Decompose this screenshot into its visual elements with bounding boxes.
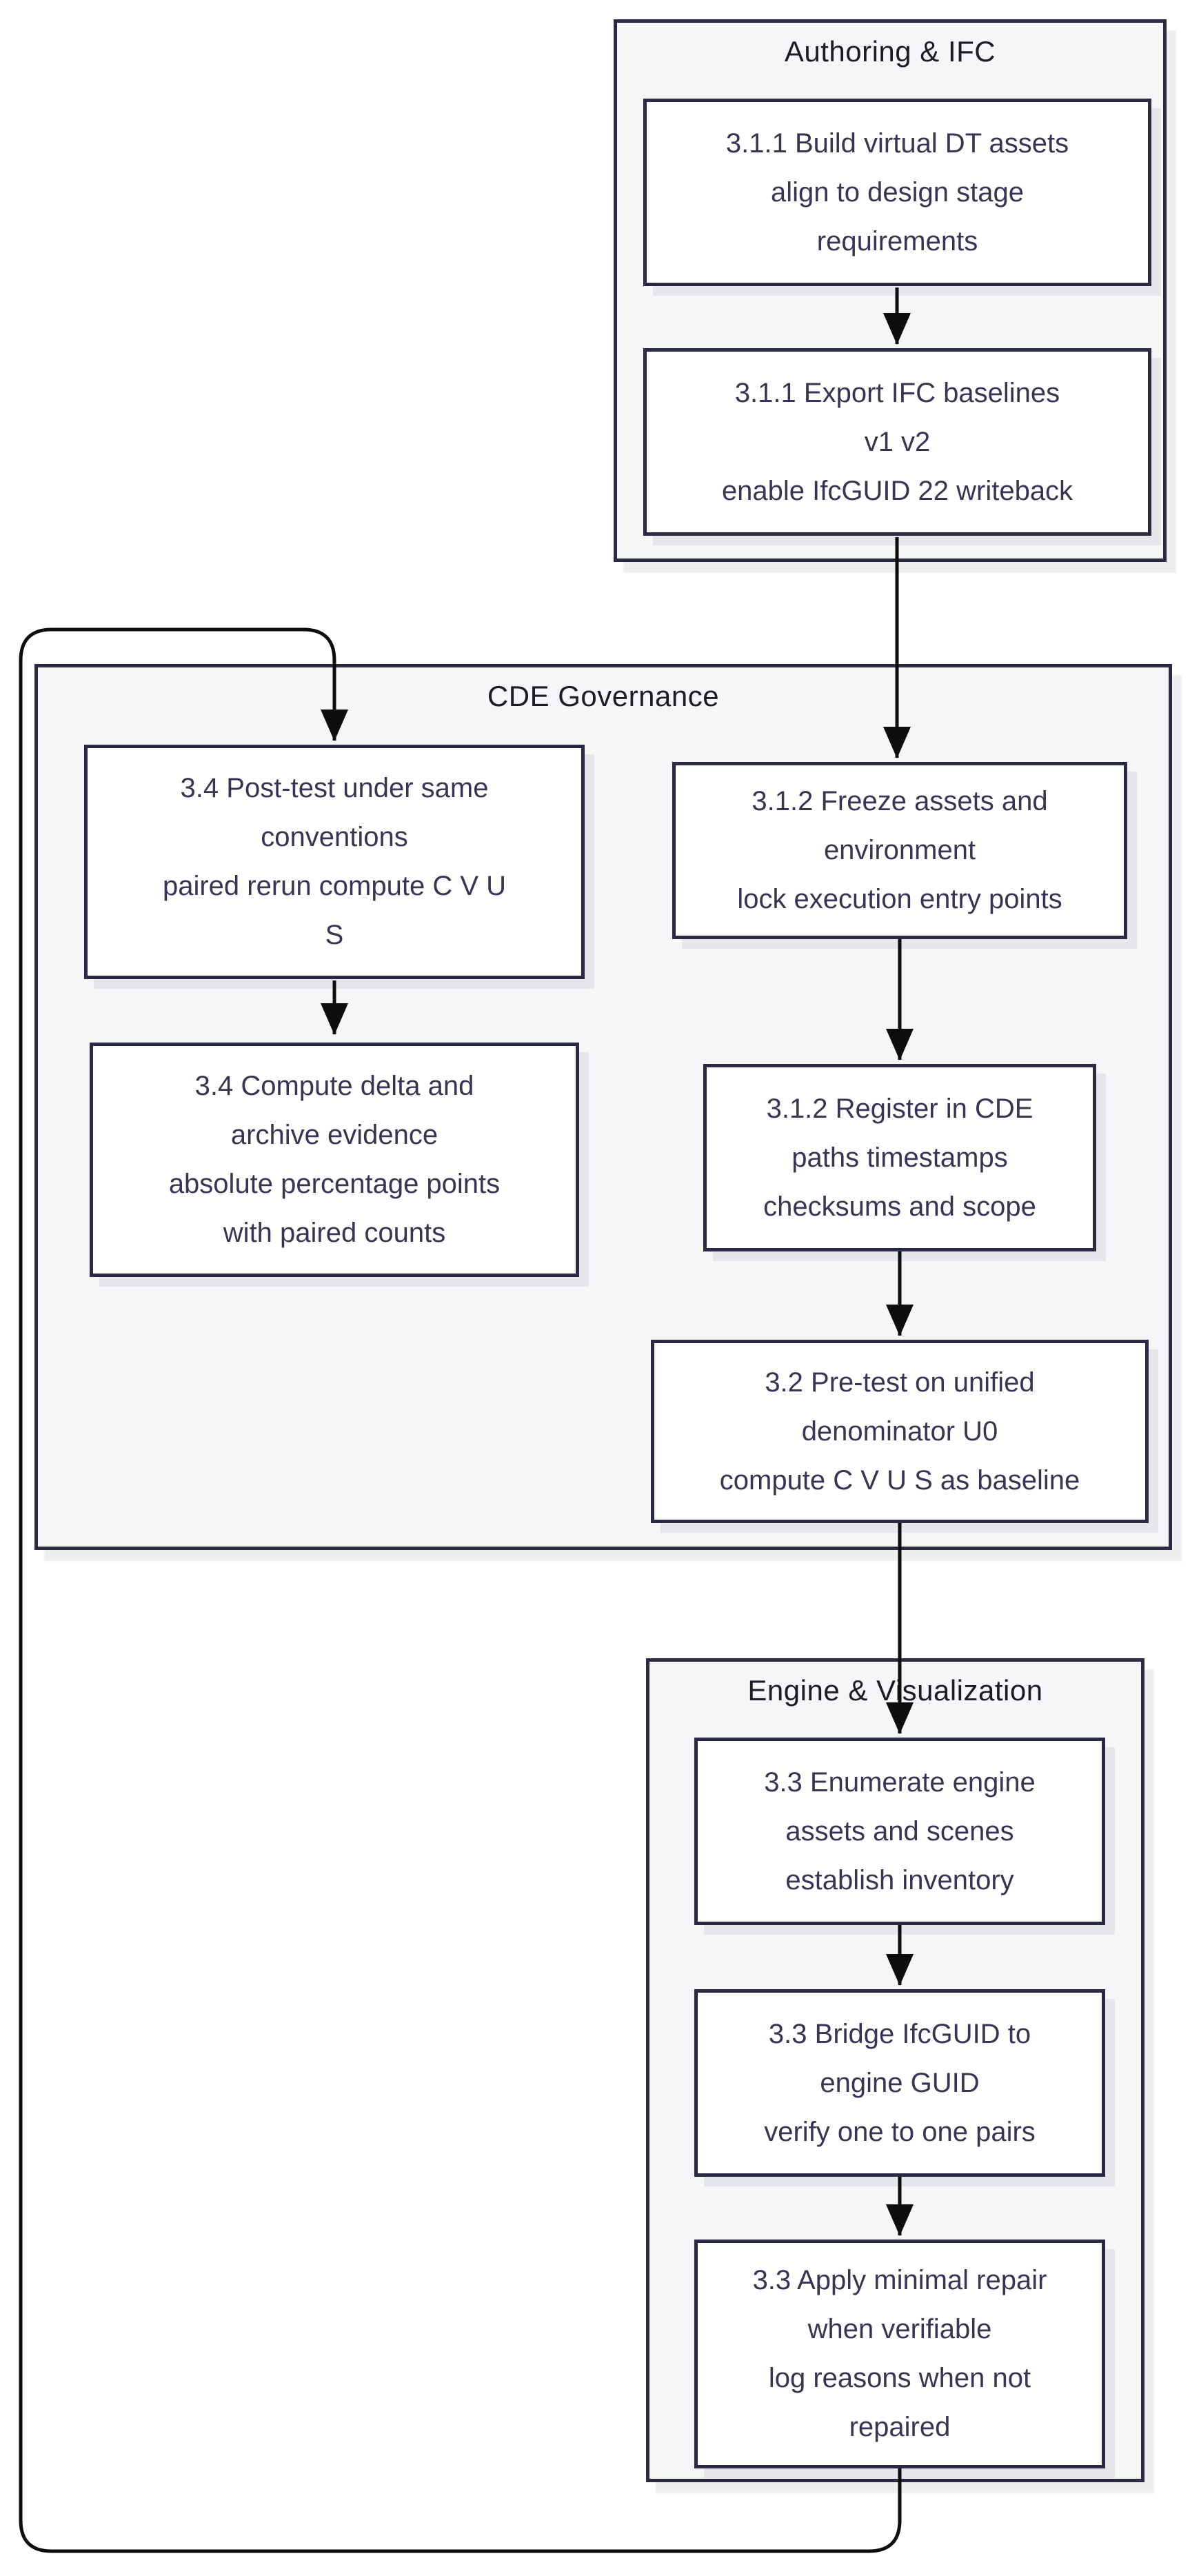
node-freeze-assets-environment: 3.1.2 Freeze assets and environment lock… — [672, 762, 1127, 939]
node-line: checksums and scope — [763, 1191, 1036, 1222]
node-line: paths timestamps — [791, 1142, 1008, 1173]
node-line: align to design stage — [771, 177, 1024, 208]
node-line: 3.4 Post-test under same — [180, 773, 489, 803]
node-line: 3.1.1 Export IFC baselines — [734, 377, 1060, 408]
node-register-in-cde: 3.1.2 Register in CDE paths timestamps c… — [703, 1064, 1096, 1251]
node-line: compute C V U S as baseline — [719, 1465, 1080, 1496]
node-line: enable IfcGUID 22 writeback — [721, 475, 1073, 506]
node-pretest-unified-denominator: 3.2 Pre-test on unified denominator U0 c… — [651, 1340, 1149, 1523]
node-line: 3.4 Compute delta and — [194, 1071, 474, 1101]
cluster-engine-title: Engine & Visualization — [747, 1674, 1043, 1707]
node-line: establish inventory — [785, 1864, 1014, 1895]
node-line: 3.1.2 Freeze assets and — [752, 786, 1048, 816]
node-line: requirements — [816, 225, 978, 256]
node-line: conventions — [261, 822, 408, 852]
node-line: with paired counts — [223, 1218, 446, 1248]
node-line: S — [325, 920, 344, 950]
node-line: archive evidence — [230, 1120, 438, 1150]
node-line: lock execution entry points — [737, 884, 1062, 914]
node-line: environment — [823, 835, 976, 865]
node-line: paired rerun compute C V U — [162, 871, 506, 901]
node-enumerate-engine-assets: 3.3 Enumerate engine assets and scenes e… — [694, 1738, 1105, 1925]
node-line: 3.1.2 Register in CDE — [766, 1093, 1033, 1124]
node-line: 3.3 Bridge IfcGUID to — [768, 2018, 1031, 2049]
cluster-cde-title: CDE Governance — [487, 680, 720, 712]
node-line: 3.3 Enumerate engine — [764, 1767, 1036, 1798]
node-line: absolute percentage points — [168, 1169, 501, 1199]
node-line: assets and scenes — [785, 1815, 1014, 1847]
node-line: log reasons when not — [768, 2363, 1031, 2393]
node-line: engine GUID — [820, 2067, 980, 2098]
cluster-authoring-title: Authoring & IFC — [784, 35, 996, 68]
node-compute-delta-archive-evidence: 3.4 Compute delta and archive evidence a… — [90, 1043, 579, 1277]
node-line: verify one to one pairs — [764, 2116, 1036, 2147]
node-line: 3.3 Apply minimal repair — [752, 2265, 1047, 2295]
node-line: when verifiable — [807, 2314, 992, 2344]
node-posttest-same-conventions: 3.4 Post-test under same conventions pai… — [84, 745, 585, 979]
node-export-ifc-baselines: 3.1.1 Export IFC baselines v1 v2 enable … — [643, 348, 1151, 536]
node-bridge-ifcguid-engine-guid: 3.3 Bridge IfcGUID to engine GUID verify… — [694, 1989, 1105, 2177]
node-apply-minimal-repair: 3.3 Apply minimal repair when verifiable… — [694, 2240, 1105, 2468]
node-line: denominator U0 — [801, 1416, 998, 1447]
node-line: repaired — [849, 2412, 951, 2442]
node-line: v1 v2 — [864, 426, 931, 457]
node-line: 3.2 Pre-test on unified — [765, 1367, 1035, 1398]
node-line: 3.1.1 Build virtual DT assets — [725, 128, 1069, 159]
node-build-virtual-dt-assets: 3.1.1 Build virtual DT assets align to d… — [643, 99, 1151, 286]
